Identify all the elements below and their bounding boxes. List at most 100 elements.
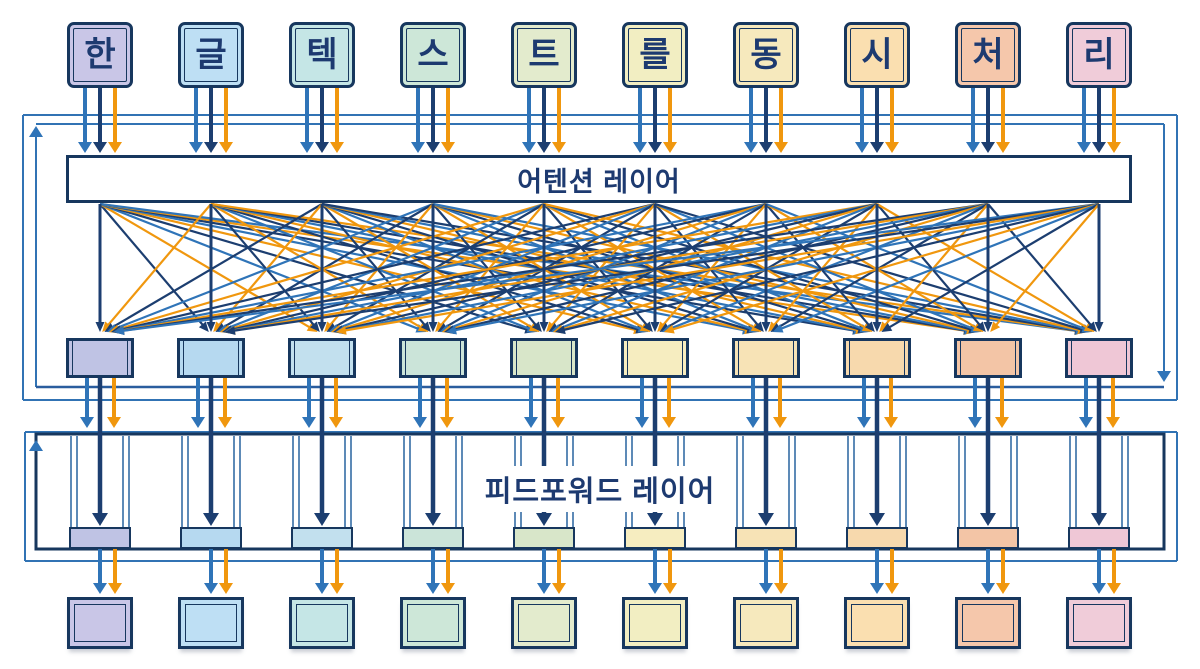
arrowhead <box>441 583 455 594</box>
token-box: 트 <box>511 22 577 88</box>
arrowhead <box>648 583 662 594</box>
arrowhead <box>426 583 440 594</box>
feedforward-output-box <box>624 527 686 549</box>
connector-line <box>99 202 530 332</box>
arrowhead <box>968 417 982 428</box>
attention-output-box <box>66 338 134 378</box>
attention-output-box <box>1065 338 1133 378</box>
arrowhead <box>648 142 662 153</box>
token-box-inner-border: 를 <box>628 28 682 82</box>
arrowhead <box>317 322 327 332</box>
arrowhead <box>102 321 113 332</box>
attention-layer-box: 어텐션 레이어 <box>66 155 1132 203</box>
attention-output-box-side-bars <box>849 341 905 375</box>
attention-output-box-side-bars <box>183 341 239 375</box>
arrowhead <box>855 142 869 153</box>
arrowhead <box>213 321 224 332</box>
token-box-inner-border: 트 <box>517 28 571 82</box>
connector-line <box>321 203 428 329</box>
connector-line <box>549 203 656 329</box>
connector-line <box>216 203 323 329</box>
arrowhead <box>774 583 788 594</box>
arrowhead <box>1107 142 1121 153</box>
final-output-box-inner-border <box>296 604 348 642</box>
connector-line <box>119 202 1100 333</box>
arrowhead <box>524 417 538 428</box>
attention-output-box-side-bars <box>516 341 572 375</box>
arrowhead <box>773 417 787 428</box>
attention-output-box <box>288 338 356 378</box>
final-output-box <box>178 597 244 649</box>
attention-output-box-side-bars <box>960 341 1016 375</box>
final-output-box-inner-border <box>851 604 903 642</box>
feedforward-container <box>34 432 1166 551</box>
arrowhead <box>995 417 1009 428</box>
arrowhead <box>225 326 236 336</box>
connector-line <box>119 202 989 333</box>
arrowhead <box>981 142 995 153</box>
arrowhead <box>663 583 677 594</box>
arrowhead <box>80 417 94 428</box>
connector-line <box>543 202 974 332</box>
arrowhead <box>107 417 121 428</box>
attention-output-box-side-bars <box>738 341 794 375</box>
feedforward-output-box <box>513 527 575 549</box>
final-output-box-inner-border <box>629 604 681 642</box>
final-output-box-inner-border <box>185 604 237 642</box>
arrowhead <box>330 142 344 153</box>
arrowhead <box>315 583 329 594</box>
final-output-box-inner-border <box>407 604 459 642</box>
arrowhead <box>537 142 551 153</box>
token-label: 처 <box>972 36 1004 74</box>
arrowhead <box>411 142 425 153</box>
arrowhead <box>744 142 758 153</box>
attention-output-box <box>621 338 689 378</box>
arrowhead <box>870 142 884 153</box>
arrowhead <box>413 417 427 428</box>
connector-line <box>109 203 323 330</box>
attention-output-box <box>399 338 467 378</box>
connector-line <box>210 203 317 329</box>
attention-output-box <box>954 338 1022 378</box>
connector-line <box>765 203 872 329</box>
connector-line <box>321 202 752 332</box>
connector-line <box>654 202 1085 332</box>
final-output-box <box>733 597 799 649</box>
connector-line <box>321 202 861 332</box>
arrowhead <box>435 321 446 332</box>
arrowhead <box>198 321 209 332</box>
arrowhead <box>446 325 457 335</box>
connector-line <box>987 203 1094 329</box>
arrowhead <box>537 583 551 594</box>
attention-output-box <box>732 338 800 378</box>
arrowhead <box>1091 513 1107 526</box>
arrowhead <box>189 142 203 153</box>
arrowhead <box>114 326 125 336</box>
feedforward-layer-label: 피드포워드 레이어 <box>472 466 728 512</box>
token-box-inner-border: 리 <box>1072 28 1126 82</box>
attention-output-box-side-bars <box>405 341 461 375</box>
arrowhead <box>78 142 92 153</box>
arrowhead <box>441 142 455 153</box>
feedforward-output-box <box>846 527 908 549</box>
token-box-inner-border: 동 <box>739 28 793 82</box>
arrowhead <box>663 142 677 153</box>
token-label: 한 <box>84 36 116 74</box>
arrowhead <box>29 440 43 451</box>
final-output-box <box>511 597 577 649</box>
arrowhead <box>996 583 1010 594</box>
arrowhead <box>983 322 993 332</box>
token-box: 처 <box>955 22 1021 88</box>
token-box: 글 <box>178 22 244 88</box>
arrowhead <box>663 324 675 334</box>
feedforward-output-box <box>957 527 1019 549</box>
arrowhead <box>425 513 441 526</box>
feedforward-output-box <box>180 527 242 549</box>
attention-output-box-side-bars <box>627 341 683 375</box>
connector-line <box>111 202 434 331</box>
final-output-box-inner-border <box>1073 604 1125 642</box>
token-box: 리 <box>1066 22 1132 88</box>
connector-line <box>777 202 1100 331</box>
